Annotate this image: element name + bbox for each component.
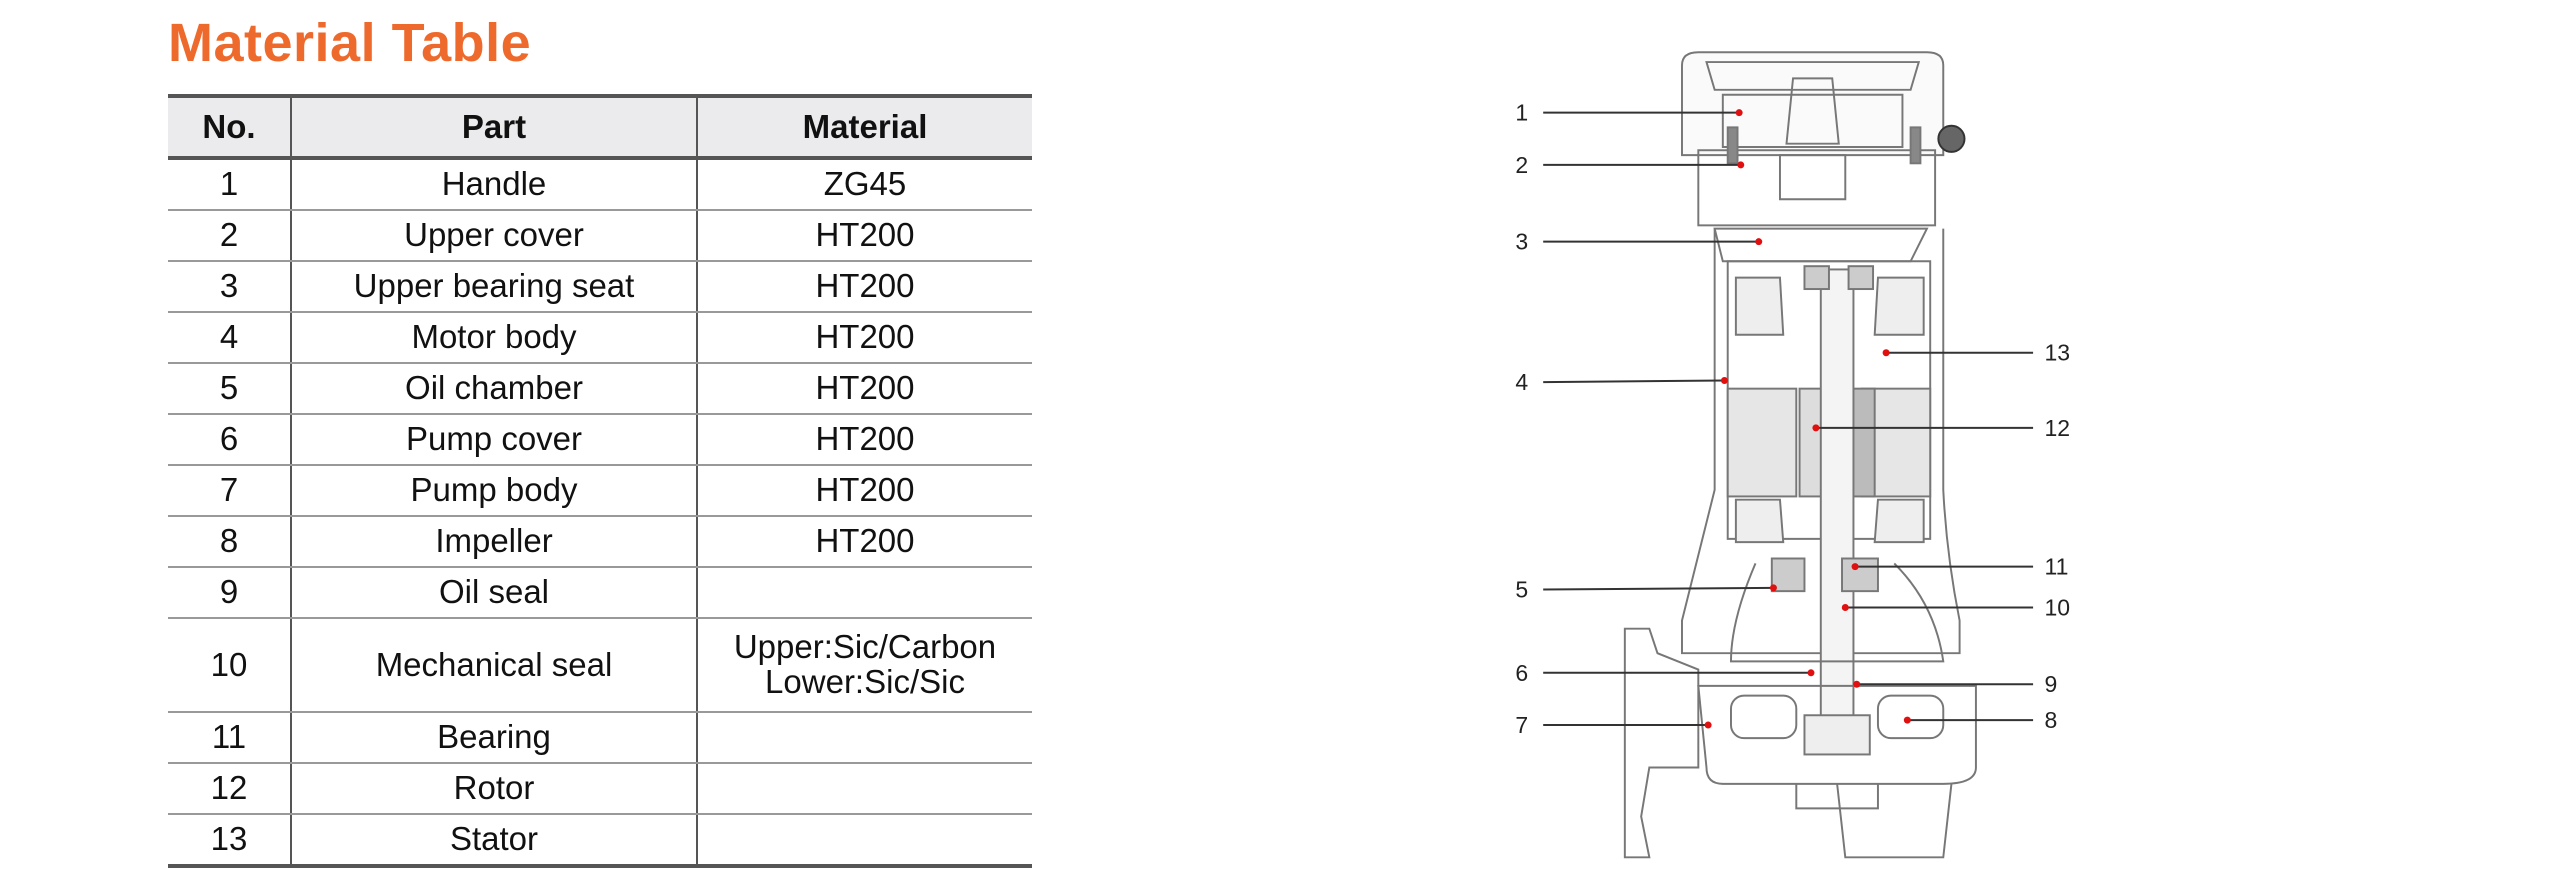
cell-material: [696, 567, 1032, 619]
callout-label: 2: [1515, 152, 1528, 178]
part-marker: [1755, 238, 1763, 246]
cell-part: Upper bearing seat: [290, 261, 697, 313]
cell-no: 12: [168, 763, 291, 815]
part-marker: [1769, 584, 1777, 592]
callout-label: 10: [2045, 594, 2071, 620]
part-marker: [1737, 161, 1745, 169]
callout-label: 13: [2045, 340, 2071, 366]
cell-no: 6: [168, 414, 291, 466]
cell-part: Stator: [290, 814, 697, 868]
callout-label: 12: [2045, 415, 2071, 441]
header-material: Material: [696, 94, 1032, 160]
cell-no: 1: [168, 158, 291, 211]
cell-no: 5: [168, 363, 291, 415]
cell-part: Rotor: [290, 763, 697, 815]
cell-part: Oil seal: [290, 567, 697, 619]
cell-material: HT200: [696, 261, 1032, 313]
part-marker: [1841, 603, 1849, 611]
cell-part: Handle: [290, 158, 697, 211]
material-line: Lower:Sic/Sic: [765, 663, 965, 700]
part-marker: [1720, 376, 1728, 384]
callout-label: 6: [1515, 660, 1528, 686]
cell-part: Motor body: [290, 312, 697, 364]
part-marker: [1807, 669, 1815, 677]
part-marker: [1853, 680, 1861, 688]
cell-material: [696, 763, 1032, 815]
callout-label: 11: [2045, 554, 2069, 580]
header-part: Part: [290, 94, 697, 160]
cell-no: 10: [168, 618, 291, 713]
cell-no: 9: [168, 567, 291, 619]
cell-no: 7: [168, 465, 291, 517]
cell-no: 4: [168, 312, 291, 364]
part-marker: [1704, 721, 1712, 729]
table-header-row: No. Part Material: [168, 94, 1032, 160]
cell-material: HT200: [696, 363, 1032, 415]
cell-part: Pump cover: [290, 414, 697, 466]
cell-part: Mechanical seal: [290, 618, 697, 713]
callout-label: 3: [1515, 229, 1528, 255]
part-marker: [1882, 349, 1890, 357]
cell-part: Pump body: [290, 465, 697, 517]
cell-material: ZG45: [696, 158, 1032, 211]
cell-no: 11: [168, 712, 291, 764]
cell-no: 2: [168, 210, 291, 262]
page-title: Material Table: [168, 13, 532, 73]
leader-line: [1543, 586, 1774, 591]
callout-label: 4: [1515, 369, 1528, 395]
part-marker: [1851, 563, 1859, 571]
material-line: Upper:Sic/Carbon: [733, 628, 997, 666]
cell-material: HT200: [696, 465, 1032, 517]
callout-label: 7: [1515, 712, 1528, 738]
cell-part: Oil chamber: [290, 363, 697, 415]
callout-label: 8: [2045, 707, 2058, 733]
cell-no: 8: [168, 516, 291, 568]
cell-material: HT200: [696, 516, 1032, 568]
cell-material: [696, 814, 1032, 868]
cell-material: HT200: [696, 312, 1032, 364]
part-marker: [1735, 109, 1743, 117]
header-no: No.: [168, 94, 291, 160]
cell-material: HT200: [696, 210, 1032, 262]
cell-part: Upper cover: [290, 210, 697, 262]
callout-label: 5: [1515, 577, 1528, 603]
cell-no: 13: [168, 814, 291, 868]
cell-no: 3: [168, 261, 291, 313]
callout-label: 1: [1515, 100, 1528, 126]
cell-part: Bearing: [290, 712, 697, 764]
part-marker: [1812, 424, 1820, 432]
part-marker: [1903, 716, 1911, 724]
cell-material: HT200: [696, 414, 1032, 466]
leader-line: [1543, 379, 1725, 384]
cell-material: [696, 712, 1032, 764]
cell-part: Impeller: [290, 516, 697, 568]
callout-label: 9: [2045, 671, 2058, 697]
